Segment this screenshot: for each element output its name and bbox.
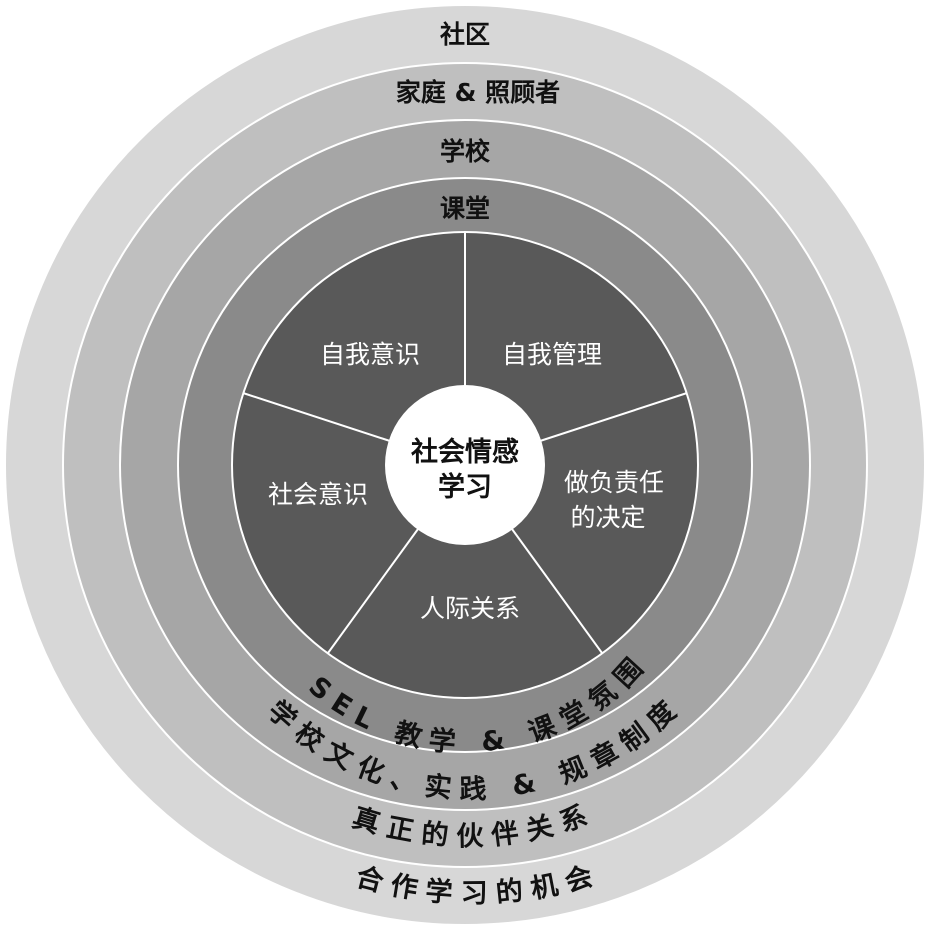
ring-label-classroom: 课堂 [440, 194, 490, 223]
competency-label: 人际关系 [420, 594, 520, 623]
ring-label-family-caregivers: 家庭 & 照顾者 [396, 78, 560, 107]
competency-label: 自我管理 [502, 340, 602, 369]
divider-line [511, 528, 603, 654]
divider-line [242, 392, 391, 442]
center-label-line2: 学习 [438, 471, 492, 503]
competency-label: 社会意识 [268, 480, 368, 509]
center-label-line1: 社会情感 [411, 436, 519, 468]
ring-label-community: 社区 [440, 20, 490, 49]
ring-label-school: 学校 [440, 137, 491, 166]
divider-line [539, 392, 688, 442]
competency-label: 的决定 [570, 503, 645, 532]
competency-label: 自我意识 [320, 340, 420, 369]
divider-line [327, 528, 419, 654]
competency-label: 做负责任 [564, 468, 664, 497]
center-circle [385, 385, 545, 545]
